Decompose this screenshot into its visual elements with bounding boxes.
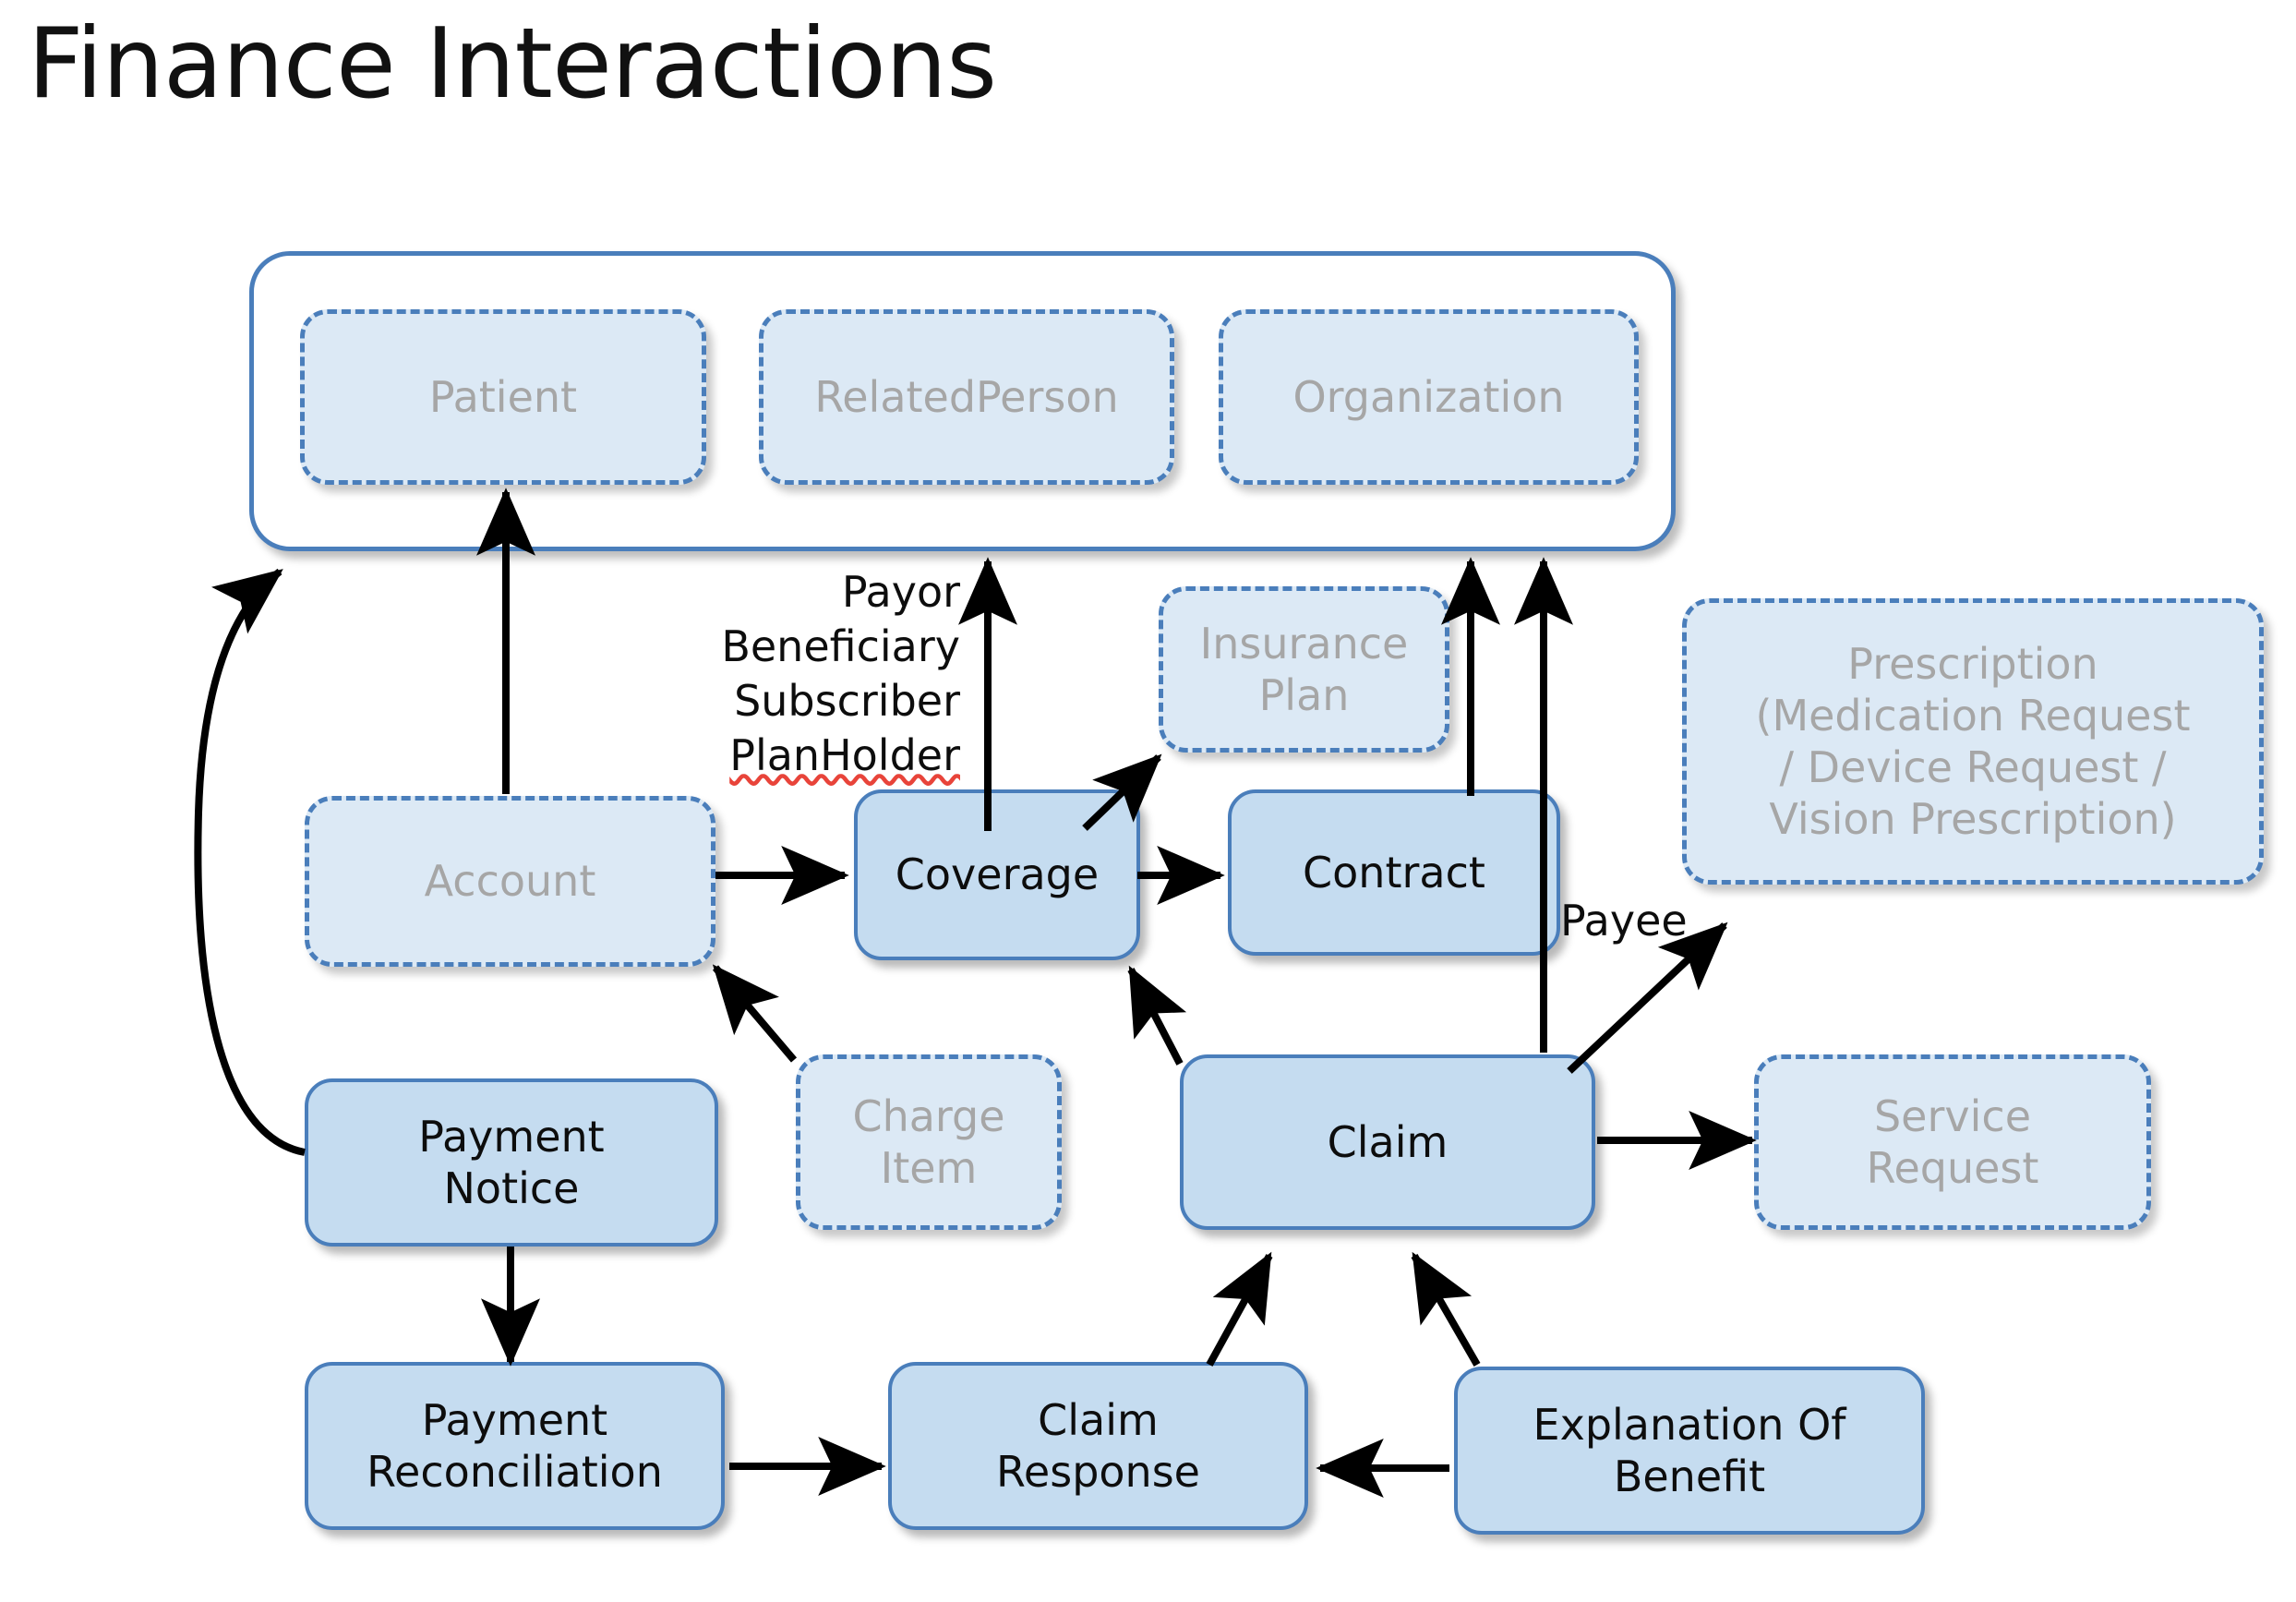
node-account[interactable]: Account bbox=[305, 796, 715, 967]
edge-label-payee: Payee bbox=[1560, 896, 1688, 946]
node-patient[interactable]: Patient bbox=[300, 309, 706, 485]
edge-label-payor: Payor bbox=[841, 567, 960, 617]
edge-claimresponse-claim bbox=[1206, 1251, 1273, 1367]
edge-chargeitem-account bbox=[712, 964, 798, 1063]
node-organization[interactable]: Organization bbox=[1219, 309, 1639, 485]
edge-label-beneficiary: Beneficiary bbox=[721, 620, 960, 671]
edge-eob-claim bbox=[1411, 1251, 1481, 1367]
node-organization-label: Organization bbox=[1292, 371, 1565, 422]
node-coverage[interactable]: Coverage bbox=[854, 789, 1140, 960]
edge-label-planholder: PlanHolder bbox=[729, 729, 960, 780]
node-claim[interactable]: Claim bbox=[1180, 1054, 1595, 1230]
node-prescription[interactable]: Prescription(Medication Request/ Device … bbox=[1682, 598, 2264, 885]
node-relatedperson-label: RelatedPerson bbox=[814, 371, 1119, 422]
edge-label-coverage-roles: Payor Beneficiary Subscriber PlanHolder bbox=[674, 565, 960, 783]
node-prescription-label: Prescription(Medication Request/ Device … bbox=[1755, 638, 2191, 845]
page-title: Finance Interactions bbox=[28, 7, 997, 120]
edge-paymentnotice-actorgroup bbox=[194, 568, 306, 1156]
node-contract[interactable]: Contract bbox=[1228, 789, 1560, 956]
node-account-label: Account bbox=[424, 856, 596, 907]
node-claim-label: Claim bbox=[1327, 1116, 1449, 1167]
node-relatedperson[interactable]: RelatedPerson bbox=[759, 309, 1174, 485]
edge-claim-coverage bbox=[1127, 965, 1187, 1066]
node-contract-label: Contract bbox=[1303, 847, 1485, 897]
edge-label-subscriber: Subscriber bbox=[734, 675, 960, 726]
node-patient-label: Patient bbox=[428, 371, 578, 422]
node-coverage-label: Coverage bbox=[895, 849, 1100, 900]
